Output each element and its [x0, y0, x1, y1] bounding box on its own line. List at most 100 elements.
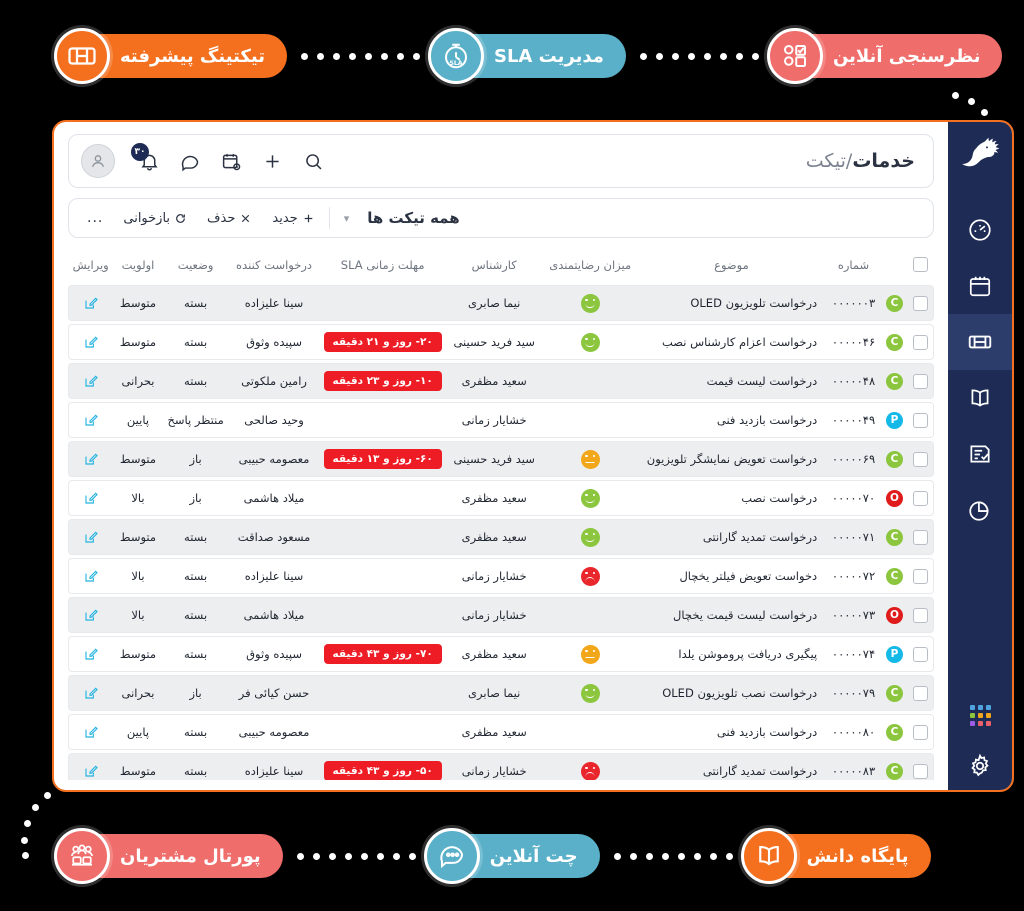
- col-expert[interactable]: کارشناس: [471, 257, 517, 272]
- row-subject[interactable]: درخواست اعزام کارشناس نصب: [637, 324, 826, 360]
- row-checkbox[interactable]: [912, 763, 928, 779]
- badge-online-chat[interactable]: چت آنلاین: [423, 828, 600, 884]
- col-status[interactable]: وضعیت: [177, 257, 214, 272]
- bell-icon[interactable]: ۳۰: [131, 142, 160, 172]
- more-options-button[interactable]: ...: [87, 210, 104, 226]
- row-checkbox[interactable]: [912, 490, 928, 506]
- row-checkbox[interactable]: [912, 451, 928, 467]
- row-select-cell[interactable]: [907, 714, 934, 750]
- row-select-cell[interactable]: [907, 675, 934, 711]
- row-subject[interactable]: درخواست لیست قیمت یخچال: [637, 597, 826, 633]
- row-select-cell[interactable]: [907, 519, 934, 555]
- row-checkbox[interactable]: [912, 685, 928, 701]
- row-checkbox[interactable]: [912, 724, 928, 740]
- row-select-cell[interactable]: [907, 363, 934, 399]
- edit-pencil-icon[interactable]: [83, 568, 99, 584]
- row-number[interactable]: ۰۰۰۰۰۷۱: [825, 519, 882, 555]
- calendar-event-icon[interactable]: [221, 151, 242, 172]
- row-subject[interactable]: درخواست تمدید گارانتی: [637, 519, 826, 555]
- row-number[interactable]: ۰۰۰۰۰۴۸: [825, 363, 882, 399]
- breadcrumb-root[interactable]: خدمات: [852, 150, 915, 172]
- row-number[interactable]: ۰۰۰۰۰۸۰: [825, 714, 882, 750]
- row-edit-cell[interactable]: [68, 324, 114, 360]
- row-number[interactable]: ۰۰۰۰۰۷۲: [825, 558, 882, 594]
- apps-grid-icon[interactable]: [969, 705, 991, 726]
- row-checkbox[interactable]: [912, 607, 928, 623]
- search-icon[interactable]: [303, 151, 324, 172]
- breadcrumb-leaf[interactable]: /تیکت: [805, 150, 853, 172]
- row-edit-cell[interactable]: [68, 480, 114, 516]
- badge-knowledge-base[interactable]: پایگاه دانش: [740, 828, 931, 884]
- row-edit-cell[interactable]: [68, 597, 114, 633]
- edit-pencil-icon[interactable]: [83, 685, 99, 701]
- row-checkbox[interactable]: [912, 373, 928, 389]
- row-select-cell[interactable]: [907, 558, 934, 594]
- row-select-cell[interactable]: [907, 753, 934, 780]
- row-select-cell[interactable]: [907, 441, 934, 477]
- edit-pencil-icon[interactable]: [83, 412, 99, 428]
- row-number[interactable]: ۰۰۰۰۰۷۹: [825, 675, 882, 711]
- sidebar-item-tickets[interactable]: [948, 314, 1012, 370]
- edit-pencil-icon[interactable]: [83, 490, 99, 506]
- row-edit-cell[interactable]: [68, 753, 114, 780]
- row-checkbox[interactable]: [912, 295, 928, 311]
- row-select-cell[interactable]: [907, 324, 934, 360]
- col-subject[interactable]: موضوع: [714, 257, 749, 272]
- col-sla[interactable]: مهلت زمانی SLA: [340, 257, 425, 272]
- edit-pencil-icon[interactable]: [83, 373, 99, 389]
- row-subject[interactable]: دخواست تعویض فیلتر یخچال: [637, 558, 826, 594]
- row-select-cell[interactable]: [907, 597, 934, 633]
- row-select-cell[interactable]: [907, 402, 934, 438]
- row-select-cell[interactable]: [907, 480, 934, 516]
- row-select-cell[interactable]: [907, 636, 934, 672]
- row-edit-cell[interactable]: [68, 558, 114, 594]
- sidebar-item-calendar[interactable]: [948, 258, 1012, 314]
- row-edit-cell[interactable]: [68, 363, 114, 399]
- delete-button[interactable]: حذف: [207, 211, 252, 226]
- col-requester[interactable]: درخواست کننده: [236, 257, 313, 272]
- col-edit[interactable]: ویرایش: [72, 257, 109, 272]
- row-edit-cell[interactable]: [68, 441, 114, 477]
- row-checkbox[interactable]: [912, 529, 928, 545]
- row-checkbox[interactable]: [912, 334, 928, 350]
- edit-pencil-icon[interactable]: [83, 646, 99, 662]
- row-number[interactable]: ۰۰۰۰۰۷۴: [825, 636, 882, 672]
- row-subject[interactable]: پیگیری دریافت پروموشن یلدا: [637, 636, 826, 672]
- sidebar-item-knowledge-base[interactable]: [948, 370, 1012, 426]
- edit-pencil-icon[interactable]: [83, 763, 99, 779]
- row-edit-cell[interactable]: [68, 402, 114, 438]
- row-number[interactable]: ۰۰۰۰۰۴۹: [825, 402, 882, 438]
- row-subject[interactable]: درخواست تمدید گارانتی: [637, 753, 826, 780]
- row-subject[interactable]: درخواست تعویض نمایشگر تلویزیون: [637, 441, 826, 477]
- row-checkbox[interactable]: [912, 646, 928, 662]
- row-checkbox[interactable]: [912, 568, 928, 584]
- row-edit-cell[interactable]: [68, 285, 114, 321]
- row-number[interactable]: ۰۰۰۰۰۰۳: [825, 285, 882, 321]
- row-subject[interactable]: درخواست بازدید فنی: [637, 714, 826, 750]
- row-edit-cell[interactable]: [68, 675, 114, 711]
- col-number[interactable]: شماره: [837, 257, 870, 272]
- row-checkbox[interactable]: [912, 412, 928, 428]
- row-subject[interactable]: درخواست نصب تلویزیون OLED: [637, 675, 826, 711]
- edit-pencil-icon[interactable]: [83, 607, 99, 623]
- row-number[interactable]: ۰۰۰۰۰۷۰: [825, 480, 882, 516]
- edit-pencil-icon[interactable]: [83, 334, 99, 350]
- new-ticket-button[interactable]: جدید: [272, 211, 314, 226]
- row-number[interactable]: ۰۰۰۰۰۸۳: [825, 753, 882, 780]
- avatar[interactable]: [81, 144, 115, 178]
- row-edit-cell[interactable]: [68, 519, 114, 555]
- badge-online-survey[interactable]: نظرسنجی آنلاین: [766, 28, 1003, 84]
- row-subject[interactable]: درخواست لیست قیمت: [637, 363, 826, 399]
